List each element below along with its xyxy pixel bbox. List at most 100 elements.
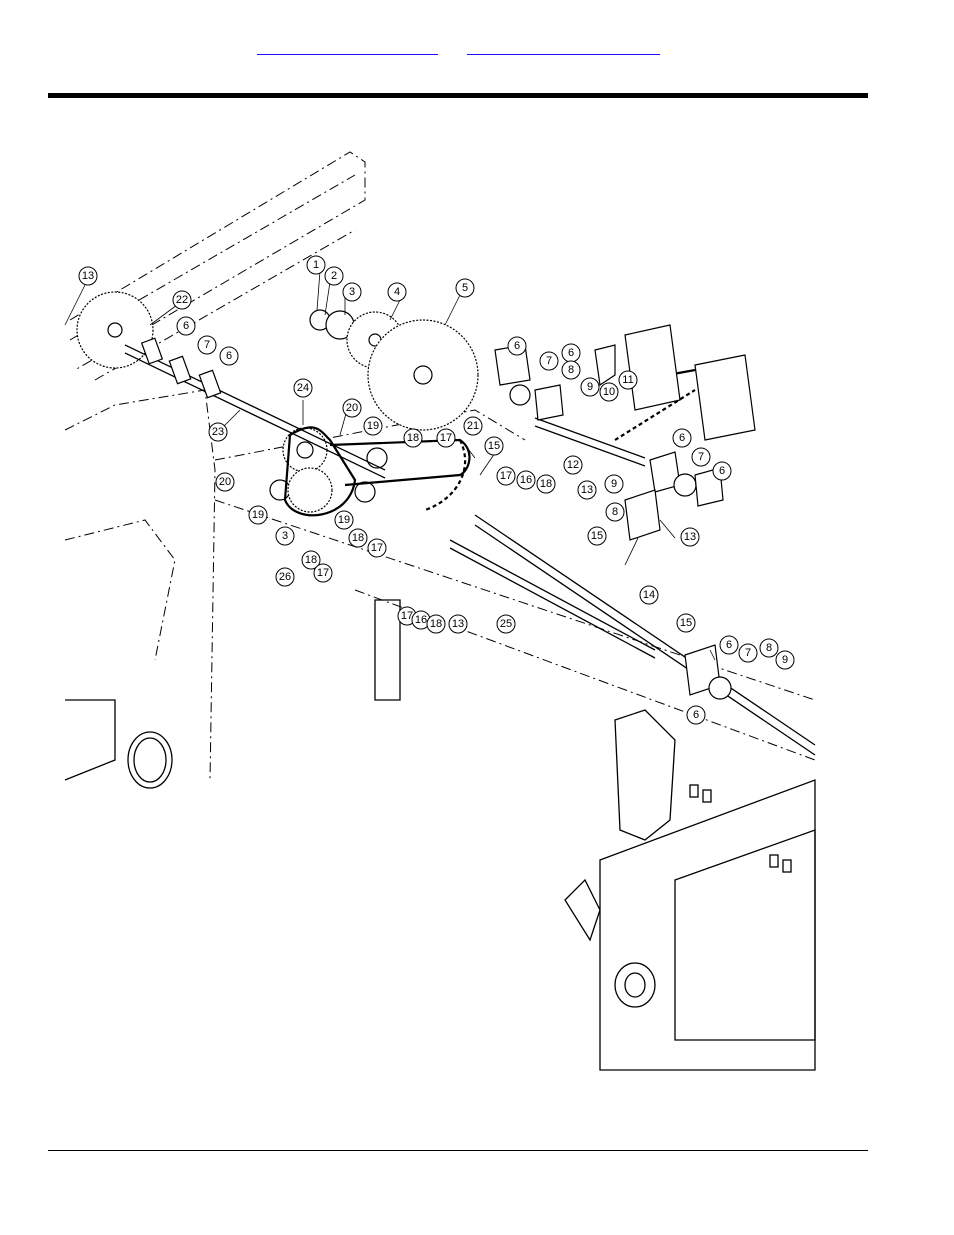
svg-text:22: 22 — [176, 294, 188, 306]
callout-3: 3 — [342, 282, 362, 302]
callout-6: 6 — [712, 461, 732, 481]
drive-sprockets — [76, 291, 479, 513]
callout-leaders — [64, 270, 716, 661]
callout-6: 6 — [719, 635, 739, 655]
callout-13: 13 — [680, 527, 700, 547]
svg-text:18: 18 — [305, 554, 317, 566]
svg-text:18: 18 — [540, 478, 552, 490]
callout-13: 13 — [78, 266, 98, 286]
callout-3: 3 — [275, 526, 295, 546]
callout-18: 18 — [301, 550, 321, 570]
callout-18: 18 — [348, 528, 368, 548]
callout-8: 8 — [605, 502, 625, 522]
svg-text:13: 13 — [581, 484, 593, 496]
svg-text:20: 20 — [219, 476, 231, 488]
callout-9: 9 — [604, 474, 624, 494]
svg-text:14: 14 — [643, 589, 655, 601]
callout-11: 11 — [618, 370, 638, 390]
callout-5: 5 — [455, 278, 475, 298]
callout-2: 2 — [324, 266, 344, 286]
svg-text:13: 13 — [452, 618, 464, 630]
svg-text:17: 17 — [500, 470, 512, 482]
callout-20: 20 — [215, 472, 235, 492]
header-link-1[interactable] — [257, 38, 438, 55]
svg-text:19: 19 — [338, 514, 350, 526]
callout-10: 10 — [599, 382, 619, 402]
svg-text:19: 19 — [252, 509, 264, 521]
callout-4: 4 — [387, 282, 407, 302]
svg-text:20: 20 — [346, 402, 358, 414]
svg-text:15: 15 — [680, 617, 692, 629]
callout-9: 9 — [775, 650, 795, 670]
callouts: 1 2 3 4 5 13 22 6 7 6 23 24 20 19 18 17 … — [78, 255, 795, 725]
callout-19: 19 — [363, 416, 383, 436]
svg-text:26: 26 — [279, 571, 291, 583]
callout-6: 6 — [672, 428, 692, 448]
callout-17: 17 — [313, 563, 333, 583]
svg-text:7: 7 — [698, 451, 704, 463]
svg-text:7: 7 — [745, 647, 751, 659]
svg-text:4: 4 — [394, 286, 400, 298]
svg-text:7: 7 — [204, 339, 210, 351]
callout-7: 7 — [691, 447, 711, 467]
header-rule — [48, 93, 868, 98]
svg-text:9: 9 — [587, 381, 593, 393]
svg-text:18: 18 — [352, 532, 364, 544]
callout-8: 8 — [759, 638, 779, 658]
parts-exploded-diagram: 1 2 3 4 5 13 22 6 7 6 23 24 20 19 18 17 … — [64, 151, 816, 1071]
callout-18: 18 — [403, 428, 423, 448]
svg-text:2: 2 — [331, 270, 337, 282]
callout-15: 15 — [587, 526, 607, 546]
svg-text:17: 17 — [440, 432, 452, 444]
callout-16: 16 — [516, 470, 536, 490]
header-link-2[interactable] — [467, 38, 660, 55]
callout-13: 13 — [577, 480, 597, 500]
svg-text:13: 13 — [684, 531, 696, 543]
svg-text:7: 7 — [546, 355, 552, 367]
svg-text:6: 6 — [679, 432, 685, 444]
svg-text:8: 8 — [568, 364, 574, 376]
svg-text:1: 1 — [313, 259, 319, 271]
svg-text:23: 23 — [212, 426, 224, 438]
svg-text:8: 8 — [612, 506, 618, 518]
svg-text:15: 15 — [488, 440, 500, 452]
svg-text:3: 3 — [282, 530, 288, 542]
svg-text:6: 6 — [183, 320, 189, 332]
svg-text:6: 6 — [514, 340, 520, 352]
callout-15: 15 — [676, 613, 696, 633]
svg-text:25: 25 — [500, 618, 512, 630]
callout-9: 9 — [580, 377, 600, 397]
callout-7: 7 — [738, 643, 758, 663]
callout-14: 14 — [639, 585, 659, 605]
callout-17: 17 — [397, 606, 417, 626]
callout-7: 7 — [197, 335, 217, 355]
svg-text:12: 12 — [567, 459, 579, 471]
callout-15: 15 — [484, 436, 504, 456]
callout-6: 6 — [507, 336, 527, 356]
callout-20: 20 — [342, 398, 362, 418]
callout-25: 25 — [496, 614, 516, 634]
svg-text:19: 19 — [367, 420, 379, 432]
svg-text:6: 6 — [726, 639, 732, 651]
callout-18: 18 — [426, 614, 446, 634]
svg-text:13: 13 — [82, 270, 94, 282]
callout-6: 6 — [686, 705, 706, 725]
svg-text:6: 6 — [693, 709, 699, 721]
callout-8: 8 — [561, 360, 581, 380]
callout-6: 6 — [561, 343, 581, 363]
callout-17: 17 — [436, 428, 456, 448]
footer-rule — [48, 1150, 868, 1151]
callout-26: 26 — [275, 567, 295, 587]
callout-24: 24 — [293, 378, 313, 398]
callout-6: 6 — [176, 316, 196, 336]
callout-22: 22 — [172, 290, 192, 310]
svg-text:11: 11 — [622, 374, 633, 386]
callout-17: 17 — [496, 466, 516, 486]
svg-text:18: 18 — [430, 618, 442, 630]
callout-1: 1 — [306, 255, 326, 275]
svg-text:6: 6 — [226, 350, 232, 362]
svg-text:17: 17 — [401, 610, 413, 622]
callout-19: 19 — [248, 505, 268, 525]
callout-13: 13 — [448, 614, 468, 634]
svg-text:10: 10 — [603, 386, 615, 398]
